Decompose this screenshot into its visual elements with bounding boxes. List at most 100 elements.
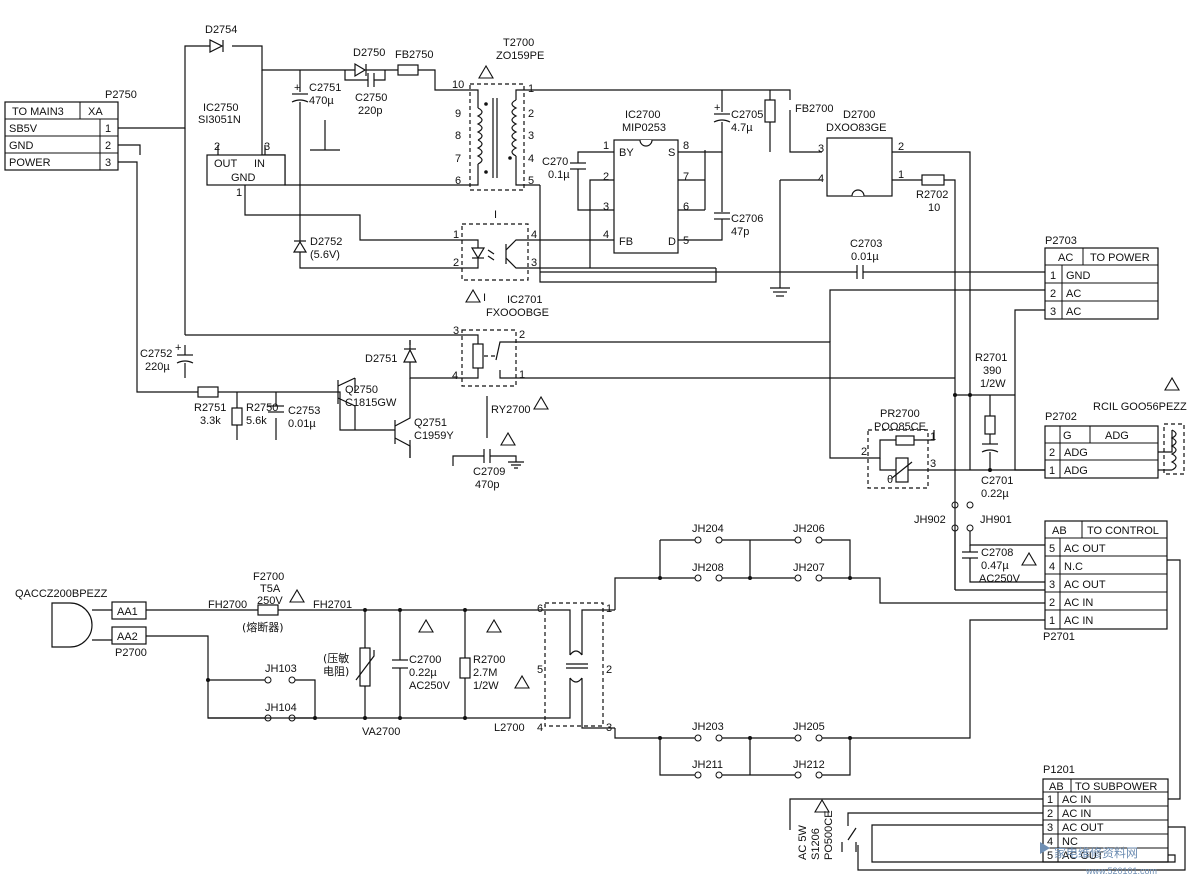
diode-d2751: D2751 [365, 340, 417, 365]
c2750-ref: C2750 [355, 92, 387, 104]
d2752-value: (5.6V) [310, 249, 340, 261]
zener-d2752: D2752 (5.6V) [292, 236, 342, 261]
ic2700-ref: IC2700 [625, 109, 660, 121]
d2700-pin: 3 [818, 143, 824, 155]
connector-p2750: P2750 TO MAIN3 XA SB5V 1 GND 2 POWER 3 [4, 89, 137, 171]
va2700-note: (压敏 [323, 651, 349, 665]
p2701-row-pin: 1 [1049, 615, 1055, 627]
p2703-row-pin: 1 [1050, 270, 1056, 282]
d2700-ref: D2700 [843, 109, 875, 121]
p2700-ref: P2700 [115, 647, 147, 659]
switch-label: AC 5W [797, 825, 809, 860]
connector-p2701: AB TO CONTROL 5 AC OUT 4 N.C 3 AC OUT 2 … [1043, 520, 1168, 643]
watermark-text: 家电维修资料网 [1054, 845, 1138, 860]
plug-part: QACCZ200BPEZZ [15, 588, 108, 600]
d2700-pin: 2 [898, 141, 904, 153]
p2702-head-left: G [1063, 430, 1072, 442]
c2705-ref: C2705 [731, 109, 763, 121]
t2700-pin: 8 [455, 130, 461, 142]
c270-value: 0.1µ [548, 169, 570, 181]
t2700-ref: T2700 [503, 37, 534, 49]
mains-plug-p2700: AA1 AA2 QACCZ200BPEZZ P2700 [15, 588, 147, 659]
p2702-row-pin: 1 [1049, 465, 1055, 477]
ic2700-pin: 1 [603, 140, 609, 152]
ferrite-fb2700: FB2700 [764, 89, 834, 123]
l2700-pin: 1 [606, 603, 612, 615]
p2702-row-pin: 2 [1049, 447, 1055, 459]
p1201-row-pin: 1 [1047, 794, 1053, 806]
optocoupler-ic2701: 1 2 4 3 I I IC2701 FXOOOBGE [453, 209, 549, 319]
p2701-ref: P2701 [1043, 631, 1075, 643]
c2700-value: 0.22µ [409, 667, 437, 679]
r2750-ref: R2750 [246, 402, 278, 414]
jumpers-upper: JH204 JH206 JH208 JH207 [614, 523, 1045, 610]
ry2700-pin: 4 [452, 370, 458, 382]
capacitor-c2700: C2700 0.22µ AC250V [392, 618, 451, 692]
q2750-part: C1815GW [345, 397, 397, 409]
capacitor-c2703: C2703 0.01µ [540, 238, 1045, 279]
c2753-value: 0.01µ [288, 418, 316, 430]
c2703-ref: C2703 [850, 238, 882, 250]
ic2701-ref: IC2701 [507, 294, 542, 306]
ic2701-pin: 2 [453, 257, 459, 269]
watermark: 家电维修资料网 www.520101.com [1040, 842, 1157, 876]
c2706-ref: C2706 [731, 213, 763, 225]
t2700-pin: 10 [452, 79, 464, 91]
r2750-value: 5.6k [246, 415, 267, 427]
ic2750-gnd: GND [231, 172, 256, 184]
ic2700-pin: 2 [603, 171, 609, 183]
resistor-r2750: R2750 5.6k [231, 402, 278, 427]
switch-label: S1206 [810, 828, 822, 860]
regulator-ic2750: IC2750 SI3051N OUT IN GND 2 3 1 [198, 102, 286, 199]
jumper-jh902-jh901: JH902 JH901 C2708 0.47µ AC250V [914, 501, 1045, 591]
ic2700-pin: 3 [603, 201, 609, 213]
l2700-pin: 6 [537, 603, 543, 615]
l2700-pin: 4 [537, 722, 543, 734]
jh211-ref: JH211 [692, 759, 723, 771]
p2701-row-name: N.C [1064, 561, 1083, 573]
p2702-row-name: ADG [1064, 447, 1088, 459]
p2703-head-right: TO POWER [1090, 252, 1150, 264]
p2750-row-pin: 3 [105, 157, 111, 169]
diode-d2754: D2754 [205, 24, 237, 53]
ry2700-ref: RY2700 [491, 404, 531, 416]
ic2701-pin: 1 [453, 229, 459, 241]
l2700-pin: 3 [606, 722, 612, 734]
p2750-row-pin: 2 [105, 140, 111, 152]
p2700-pin: AA2 [117, 631, 138, 643]
pr2700-pin: 3 [930, 458, 936, 470]
detector-d2700: D2700 DXOO83GE 3 4 2 1 R2702 10 [818, 109, 971, 590]
r2702-ref: R2702 [916, 189, 948, 201]
p1201-head-left: AB [1049, 781, 1064, 793]
p1201-ref: P1201 [1043, 764, 1075, 776]
jumpers-lower: JH203 JH205 JH211 JH212 [614, 619, 1045, 779]
fb2750-ref: FB2750 [395, 49, 434, 61]
jh203-ref: JH203 [692, 721, 724, 733]
p1201-row-pin: 3 [1047, 822, 1053, 834]
va2700-note: 电阻) [323, 665, 349, 678]
t2700-pin: 3 [528, 130, 534, 142]
r2701-ref: R2701 [975, 352, 1007, 364]
p1201-row-pin: 2 [1047, 808, 1053, 820]
connector-p2702: P2702 G ADG 2 ADG 1 ADG RCIL GOO56PEZZ [1044, 376, 1187, 479]
c2752-value: 220µ [145, 361, 170, 373]
f2700-ref: F2700 [253, 571, 284, 583]
transformer-t2700: T2700 ZO159PE 10 9 8 7 6 2 3 4 5 1 [452, 37, 770, 191]
c2752-ref: C2752 [140, 348, 172, 360]
c2703-value: 0.01µ [851, 251, 879, 263]
r2701-value: 390 [983, 365, 1001, 377]
ic2701-mark: I [494, 209, 497, 221]
c270-ref: C270 [542, 156, 568, 168]
pr2700-pin: 1 [930, 431, 936, 443]
ic2700-pin: 8 [683, 140, 689, 152]
t2700-pin: 9 [455, 108, 461, 120]
p2701-row-pin: 3 [1049, 579, 1055, 591]
d2752-ref: D2752 [310, 236, 342, 248]
capacitor-c270: C270 0.1µ [542, 156, 586, 181]
t2700-pin: 6 [455, 175, 461, 187]
va2700-ref: VA2700 [362, 726, 400, 738]
ry2700-pin: 1 [519, 369, 525, 381]
ic2700-pin: 6 [683, 201, 689, 213]
ic2700-pin: 5 [683, 235, 689, 247]
